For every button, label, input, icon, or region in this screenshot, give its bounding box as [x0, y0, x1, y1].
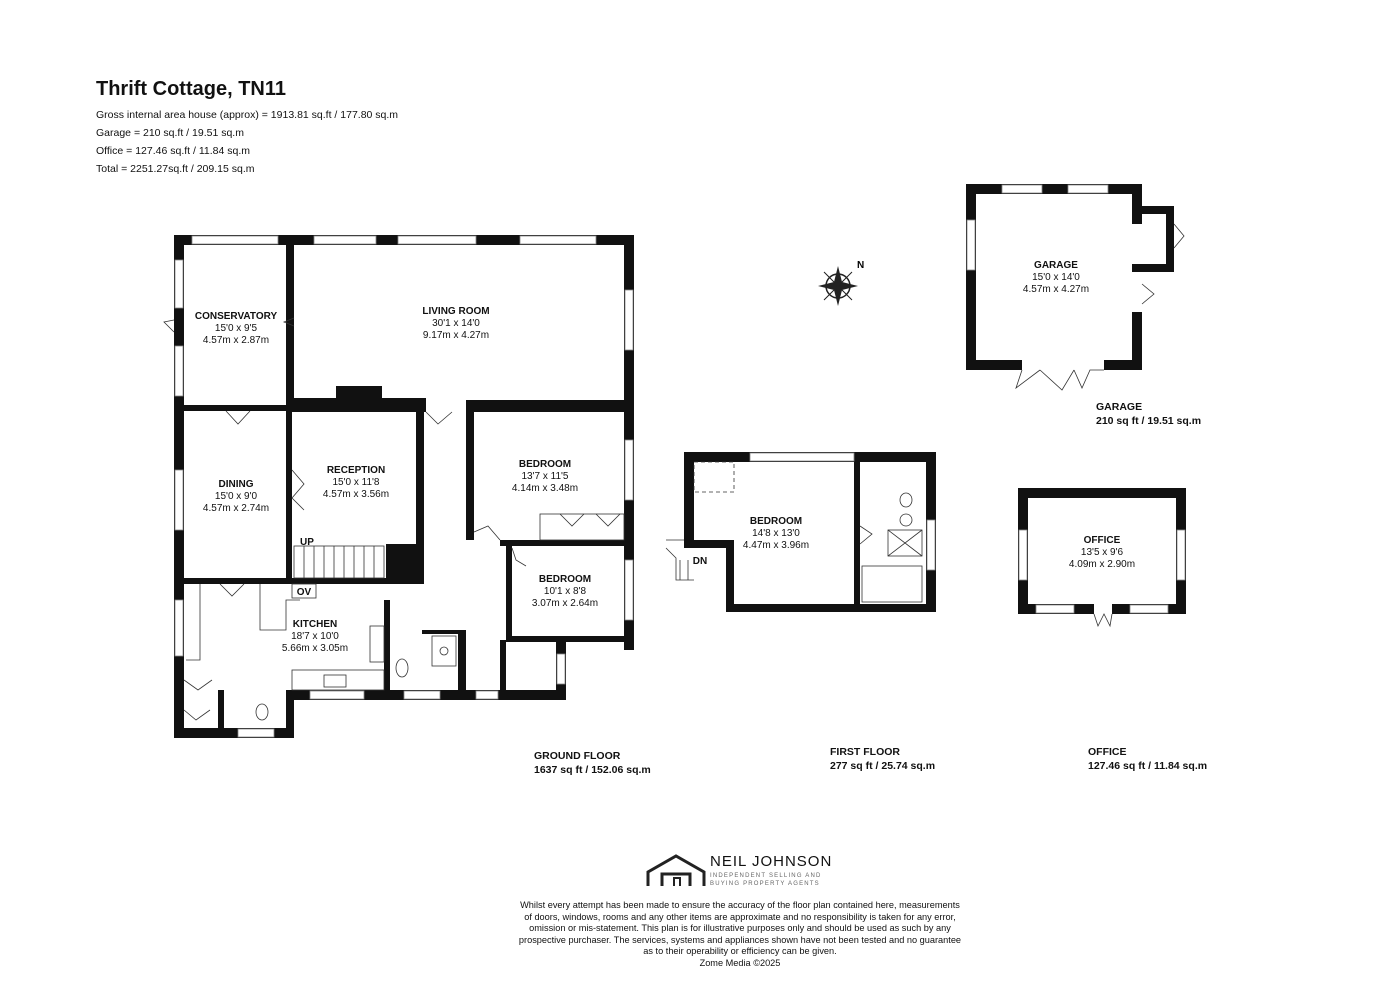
- office-metric: 4.09m x 2.90m: [1069, 559, 1135, 570]
- disclaimer-line: omission or mis-statement. This plan is …: [529, 923, 951, 934]
- total-area-line: Total = 2251.27sq.ft / 209.15 sq.m: [96, 163, 255, 175]
- office-floor-title: OFFICE: [1088, 746, 1127, 758]
- ground-floor-details: [163, 317, 625, 721]
- first-floor-area: 277 sq ft / 25.74 sq.m: [830, 760, 935, 772]
- copyright-line: Zome Media ©2025: [699, 957, 781, 968]
- reception-imperial: 15'0 x 11'8: [332, 477, 379, 488]
- first-floor-walls: [684, 452, 936, 612]
- bedroom2-imperial: 10'1 x 8'8: [544, 586, 587, 597]
- garage-metric: 4.57m x 4.27m: [1023, 284, 1089, 295]
- bedroom1-imperial: 13'7 x 11'5: [521, 471, 568, 482]
- garage-floor-area: 210 sq ft / 19.51 sq.m: [1096, 415, 1201, 427]
- garage-floor-title: GARAGE: [1096, 401, 1142, 413]
- conservatory-metric: 4.57m x 2.87m: [203, 335, 269, 346]
- garage-name: GARAGE: [1034, 260, 1078, 271]
- office-floor-area: 127.46 sq ft / 11.84 sq.m: [1088, 760, 1207, 772]
- bedroom2-metric: 3.07m x 2.64m: [532, 598, 598, 609]
- garage-walls: [966, 184, 1174, 370]
- stairs-down-label: DN: [693, 556, 707, 567]
- plan-title: Thrift Cottage, TN11: [96, 78, 287, 100]
- oven-label: OV: [297, 587, 312, 598]
- stairs-up-label: UP: [300, 537, 314, 548]
- floor-captions: GROUND FLOOR 1637 sq ft / 152.06 sq.m FI…: [534, 401, 1207, 776]
- first-floor-title: FIRST FLOOR: [830, 746, 900, 758]
- kitchen-name: KITCHEN: [293, 619, 337, 630]
- garage-area-line: Garage = 210 sq.ft / 19.51 sq.m: [96, 127, 244, 139]
- gross-area-line: Gross internal area house (approx) = 191…: [96, 109, 399, 121]
- office-area-line: Office = 127.46 sq.ft / 11.84 sq.m: [96, 145, 250, 157]
- bedroom1-metric: 4.14m x 3.48m: [512, 483, 578, 494]
- living-room-imperial: 30'1 x 14'0: [432, 318, 480, 329]
- bedroom1-name: BEDROOM: [519, 459, 571, 470]
- office-labels: OFFICE 13'5 x 9'6 4.09m x 2.90m: [1069, 535, 1135, 570]
- garage-labels: GARAGE 15'0 x 14'0 4.57m x 4.27m: [1023, 260, 1089, 295]
- north-label: N: [857, 260, 864, 271]
- office-imperial: 13'5 x 9'6: [1081, 547, 1124, 558]
- bedroom3-name: BEDROOM: [750, 516, 802, 527]
- living-room-metric: 9.17m x 4.27m: [423, 330, 489, 341]
- kitchen-imperial: 18'7 x 10'0: [291, 631, 339, 642]
- conservatory-imperial: 15'0 x 9'5: [215, 323, 258, 334]
- living-room-name: LIVING ROOM: [422, 306, 489, 317]
- compass-icon: N: [818, 260, 864, 306]
- reception-name: RECEPTION: [327, 465, 385, 476]
- disclaimer-line: as to their operability or efficiency ca…: [643, 946, 837, 957]
- ground-floor-windows: [174, 235, 634, 738]
- office-walls: [1018, 488, 1186, 614]
- ground-floor-title: GROUND FLOOR: [534, 750, 621, 762]
- brand-tagline-1: INDEPENDENT SELLING AND: [710, 873, 822, 879]
- office-name: OFFICE: [1084, 535, 1121, 546]
- kitchen-metric: 5.66m x 3.05m: [282, 643, 348, 654]
- first-floor-details: [665, 461, 923, 603]
- ground-floor-area: 1637 sq ft / 152.06 sq.m: [534, 764, 651, 776]
- bedroom3-metric: 4.47m x 3.96m: [743, 540, 809, 551]
- disclaimer-line: prospective purchaser. The services, sys…: [518, 934, 962, 945]
- first-floor-labels: BEDROOM 14'8 x 13'0 4.47m x 3.96m DN: [693, 516, 809, 567]
- house-logo-icon: [646, 854, 706, 886]
- garage-imperial: 15'0 x 14'0: [1032, 272, 1080, 283]
- disclaimer-line: of doors, windows, rooms and any other i…: [524, 911, 956, 922]
- bedroom3-imperial: 14'8 x 13'0: [752, 528, 800, 539]
- dining-metric: 4.57m x 2.74m: [203, 503, 269, 514]
- brand-tagline-2: BUYING PROPERTY AGENTS: [710, 881, 820, 887]
- disclaimer-line: Whilst every attempt has been made to en…: [520, 900, 960, 910]
- disclaimer: Whilst every attempt has been made to en…: [480, 900, 1000, 970]
- conservatory-name: CONSERVATORY: [195, 311, 278, 322]
- dining-imperial: 15'0 x 9'0: [215, 491, 258, 502]
- office-details: [1093, 613, 1113, 628]
- garage-details: [1015, 223, 1185, 391]
- brand-name: NEIL JOHNSON: [710, 853, 833, 870]
- ground-floor-labels: CONSERVATORY 15'0 x 9'5 4.57m x 2.87m LI…: [195, 306, 598, 654]
- dining-name: DINING: [219, 479, 254, 490]
- reception-metric: 4.57m x 3.56m: [323, 489, 389, 500]
- bedroom2-name: BEDROOM: [539, 574, 591, 585]
